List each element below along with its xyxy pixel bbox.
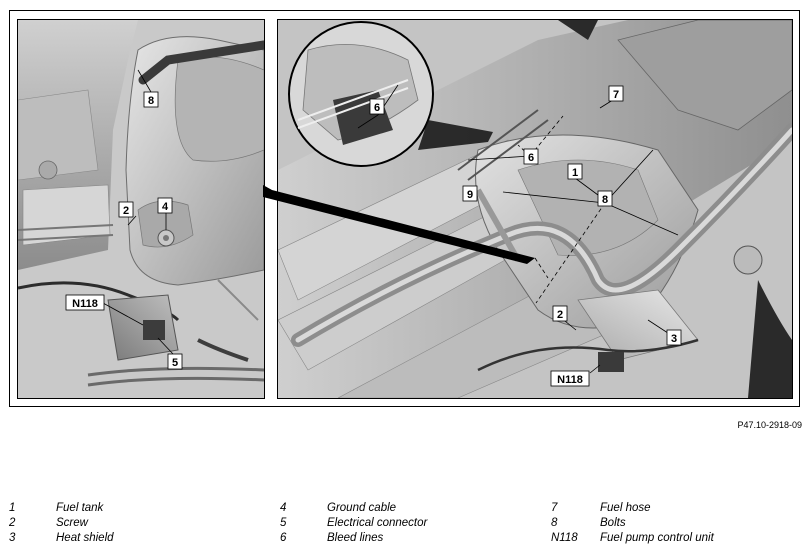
callout-right-8: 8 xyxy=(602,194,608,206)
callout-left-5: 5 xyxy=(172,357,178,369)
callout-left-2: 2 xyxy=(123,205,129,217)
callout-right-n118: N118 xyxy=(557,374,583,386)
callout-right-1: 1 xyxy=(572,167,578,179)
callout-left-8: 8 xyxy=(148,95,154,107)
callout-right-6: 6 xyxy=(528,152,534,164)
left-detail-illustration: 8 2 4 N118 5 xyxy=(18,20,264,398)
right-overview-panel: 7 6 1 9 8 2 3 N118 6 xyxy=(277,19,793,399)
figure-reference: P47.10-2918-09 xyxy=(737,420,802,430)
callout-left-4: 4 xyxy=(162,201,169,213)
callout-right-3: 3 xyxy=(671,333,677,345)
callout-right-2: 2 xyxy=(557,309,563,321)
right-overview-illustration: 7 6 1 9 8 2 3 N118 6 xyxy=(278,20,792,398)
left-detail-panel: 8 2 4 N118 5 xyxy=(17,19,265,399)
callout-left-n118: N118 xyxy=(72,298,98,310)
callout-right-9: 9 xyxy=(467,189,473,201)
callout-inset-6: 6 xyxy=(374,102,380,114)
magnifier-inset xyxy=(288,21,434,167)
callout-right-7: 7 xyxy=(613,89,619,101)
figure-frame: 8 2 4 N118 5 xyxy=(9,10,800,407)
